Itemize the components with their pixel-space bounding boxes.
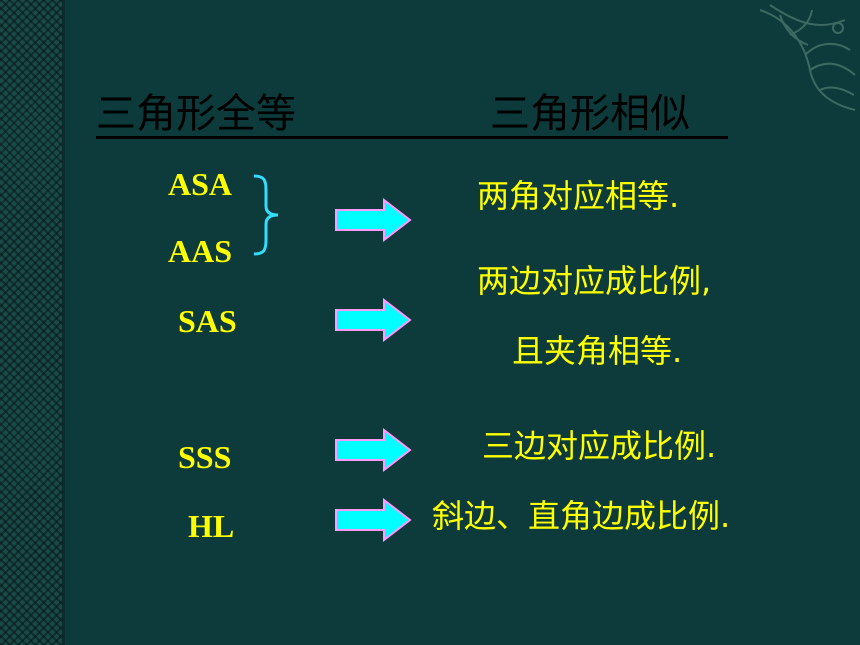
result-two-angles: 两角对应相等. [477,177,680,215]
result-three-sides: 三边对应成比例. [482,427,717,465]
right-arrow-icon [335,428,412,472]
case-asa: ASA [168,166,233,202]
phoenix-ornament-icon [759,4,856,111]
right-arrow-icon [335,498,412,542]
case-hl: HL [188,508,235,544]
result-two-sides-line2: 且夹角相等. [512,332,683,370]
heading-underline [96,136,728,139]
heading-similar: 三角形相似 [490,91,690,137]
result-hypotenuse-leg: 斜边、直角边成比例. [432,497,731,535]
case-sas: SAS [178,303,237,339]
heading-congruent: 三角形全等 [96,91,296,137]
case-sss: SSS [178,439,232,475]
strip-edge [62,0,65,645]
curly-brace-icon [253,174,279,256]
result-two-sides-line1: 两边对应成比例, [477,262,712,300]
case-aas: AAS [168,233,233,269]
decorative-side-strip [0,0,62,645]
right-arrow-icon [335,198,412,242]
right-arrow-icon [335,298,412,342]
